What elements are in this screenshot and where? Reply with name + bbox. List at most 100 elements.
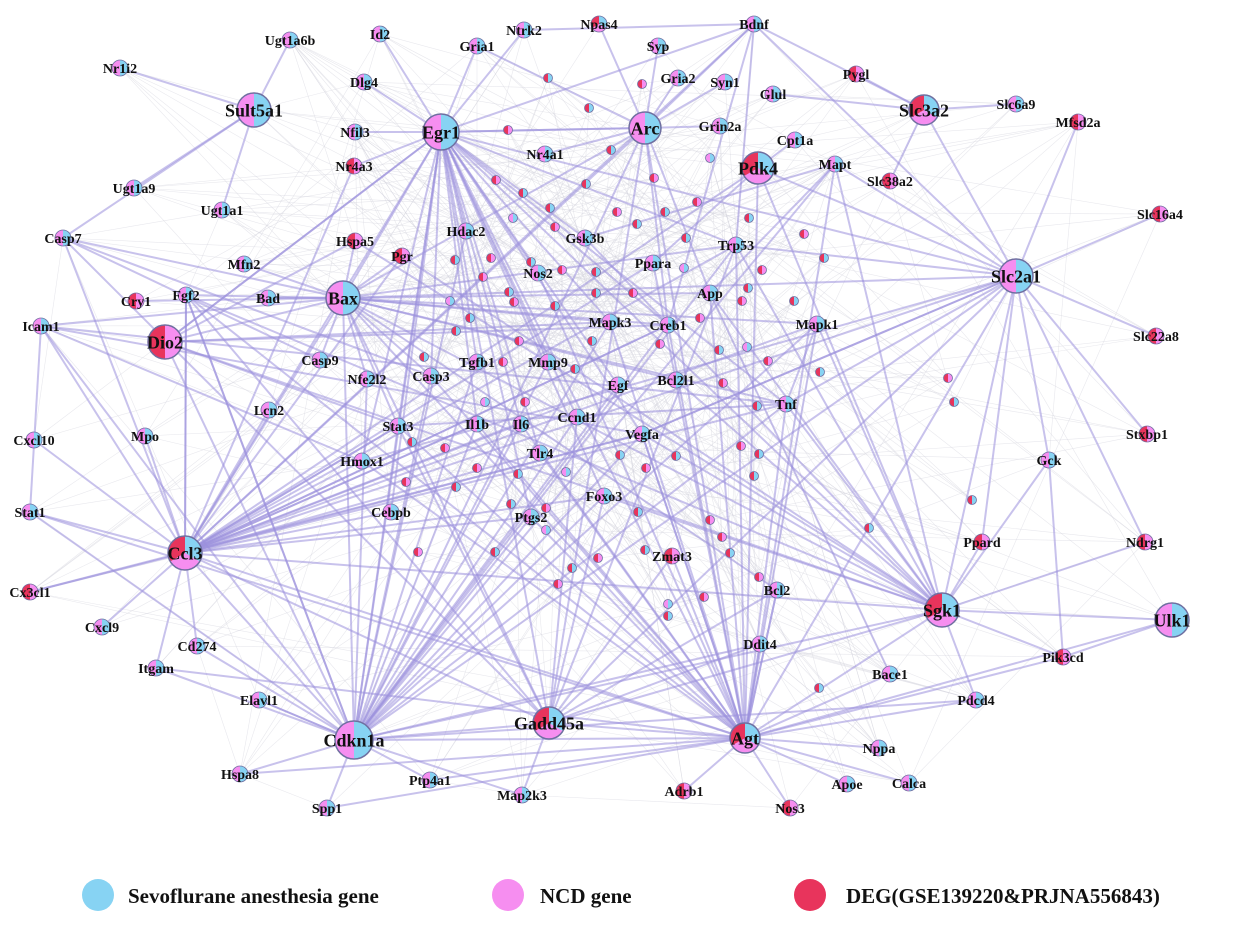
background-edge xyxy=(469,317,748,348)
gene-label-casp9: Casp9 xyxy=(301,354,338,369)
gene-dot-slice-1 xyxy=(504,287,509,297)
gene-node-tnf-slice-1 xyxy=(778,396,786,412)
gene-node-nos3-slice-1 xyxy=(782,800,790,816)
gene-node-slc16a4-slice-1 xyxy=(1152,206,1160,222)
gene-node-mfn2-slice-1 xyxy=(236,256,244,272)
gene-node-hspa5-slice-0 xyxy=(355,233,363,249)
edge-nr4a3-ccl3 xyxy=(184,165,355,554)
edge-ccl3-hmox1 xyxy=(184,460,363,554)
gene-dot-border xyxy=(757,265,767,275)
gene-dot-slice-0 xyxy=(794,296,799,306)
gene-label-gsk3b: Gsk3b xyxy=(566,232,605,247)
gene-node-cx3cl1-slice-1 xyxy=(22,584,30,600)
gene-node-pdk4-border xyxy=(741,151,775,185)
edge-agt-calca xyxy=(744,737,910,784)
gene-dot-slice-0 xyxy=(638,507,643,517)
gene-node-nfe2l2-border xyxy=(358,370,376,388)
gene-dot-border xyxy=(814,683,824,693)
gene-node-stat3-border xyxy=(389,417,407,435)
gene-node-ntrk2-slice-0 xyxy=(524,22,532,38)
unlabeled-gene-dots xyxy=(401,73,977,693)
gene-node-trp53: Trp53 xyxy=(718,236,754,254)
gene-node-elavl1-border xyxy=(250,691,268,709)
edge-bax-sgk1 xyxy=(342,297,943,611)
gene-node-glul-slice-0 xyxy=(773,86,781,102)
gene-node-hspa5-border xyxy=(346,232,364,250)
gene-node-syp-slice-0 xyxy=(658,38,666,54)
gene-label-ptgs2: Ptgs2 xyxy=(515,511,548,526)
background-edge xyxy=(482,276,515,303)
edge-mapt-cdkn1a xyxy=(353,163,836,741)
gene-dot-slice-0 xyxy=(555,222,560,232)
edge-fgf2-sgk1 xyxy=(185,294,943,611)
gene-node-cpt1a-slice-1 xyxy=(787,132,795,148)
gene-node-pdcd4-slice-1 xyxy=(968,692,976,708)
gene-label-npas4: Npas4 xyxy=(580,18,617,33)
gene-node-casp3: Casp3 xyxy=(412,367,450,385)
gene-label-tgfb1: Tgfb1 xyxy=(459,356,495,371)
gene-dot-slice-1 xyxy=(752,401,757,411)
edge-creb1-ccl3 xyxy=(184,324,669,554)
background-edge xyxy=(258,481,407,701)
edge-arc-cdkn1a xyxy=(353,127,646,741)
gene-dot-border xyxy=(649,173,659,183)
edge-bcl2-agt xyxy=(744,589,778,739)
background-edge xyxy=(502,349,720,363)
background-edge xyxy=(908,213,1161,784)
edge-sgk1-mapk1 xyxy=(816,323,943,611)
gene-node-mapt-border xyxy=(826,155,844,173)
gene-node-cpt1a-slice-0 xyxy=(795,132,803,148)
gene-label-slc3a2: Slc3a2 xyxy=(899,100,949,120)
gene-node-pik3cd-slice-1 xyxy=(1055,649,1063,665)
gene-dot-slice-0 xyxy=(596,288,601,298)
edge-stat3-ccl3 xyxy=(184,425,399,554)
gene-node-nfe2l2-slice-1 xyxy=(359,371,367,387)
gene-node-mpo-border xyxy=(136,427,154,445)
gene-node-il1b-slice-1 xyxy=(469,416,477,432)
gene-node-tlr4-slice-0 xyxy=(540,445,548,461)
edge-ccl3-agt xyxy=(184,552,746,739)
gene-node-ccnd1-slice-1 xyxy=(569,409,577,425)
gene-dot xyxy=(705,515,715,525)
gene-dot xyxy=(567,563,577,573)
edge-vegfa-slc2a1 xyxy=(641,275,1017,435)
edge-stat1-agt xyxy=(29,511,746,739)
gene-label-slc16a4: Slc16a4 xyxy=(1137,208,1183,223)
gene-node-dlg4-slice-1 xyxy=(356,74,364,90)
edge-slc3a2-slc2a1 xyxy=(923,109,1017,277)
gene-node-slc3a2: Slc3a2 xyxy=(899,94,949,126)
gene-node-ccnd1: Ccnd1 xyxy=(558,408,596,426)
gene-node-itgam-slice-0 xyxy=(156,660,164,676)
gene-dot xyxy=(749,471,759,481)
edge-bax-cry1 xyxy=(135,297,344,302)
gene-dot xyxy=(752,401,762,411)
edge-dio2-cdkn1a xyxy=(164,341,355,741)
gene-node-nr1i2-slice-0 xyxy=(120,60,128,76)
gene-node-syn1-slice-0 xyxy=(725,74,733,90)
edge-hspa8-agt xyxy=(239,737,746,775)
background-edge xyxy=(696,201,1146,543)
gene-node-npas4: Npas4 xyxy=(580,15,618,33)
gene-dot-slice-0 xyxy=(598,553,603,563)
background-edge xyxy=(772,93,1017,105)
edge-egr1-ntrk2 xyxy=(440,29,525,133)
gene-dot-border xyxy=(628,288,638,298)
background-edge xyxy=(709,157,749,289)
gene-node-cry1-slice-0 xyxy=(136,293,144,309)
gene-dot-slice-0 xyxy=(589,103,594,113)
gene-dot-slice-1 xyxy=(591,267,596,277)
gene-node-mpo-slice-1 xyxy=(137,428,145,444)
gene-label-pik3cd: Pik3cd xyxy=(1042,651,1083,666)
gene-label-spp1: Spp1 xyxy=(312,802,342,817)
gene-dot-slice-0 xyxy=(704,592,709,602)
gene-dot-slice-0 xyxy=(555,301,560,311)
edge-ccl3-egf xyxy=(184,384,619,554)
gene-node-map2k3-slice-1 xyxy=(514,787,522,803)
gene-node-bace1-border xyxy=(881,665,899,683)
edge-bax-gadd45a xyxy=(342,297,550,724)
gene-node-cxcl10-slice-1 xyxy=(26,432,34,448)
edge-ccl3-cxcl10 xyxy=(33,439,186,554)
gene-dot-border xyxy=(518,188,528,198)
gene-label-bdnf: Bdnf xyxy=(739,18,769,33)
background-edge xyxy=(455,321,611,488)
